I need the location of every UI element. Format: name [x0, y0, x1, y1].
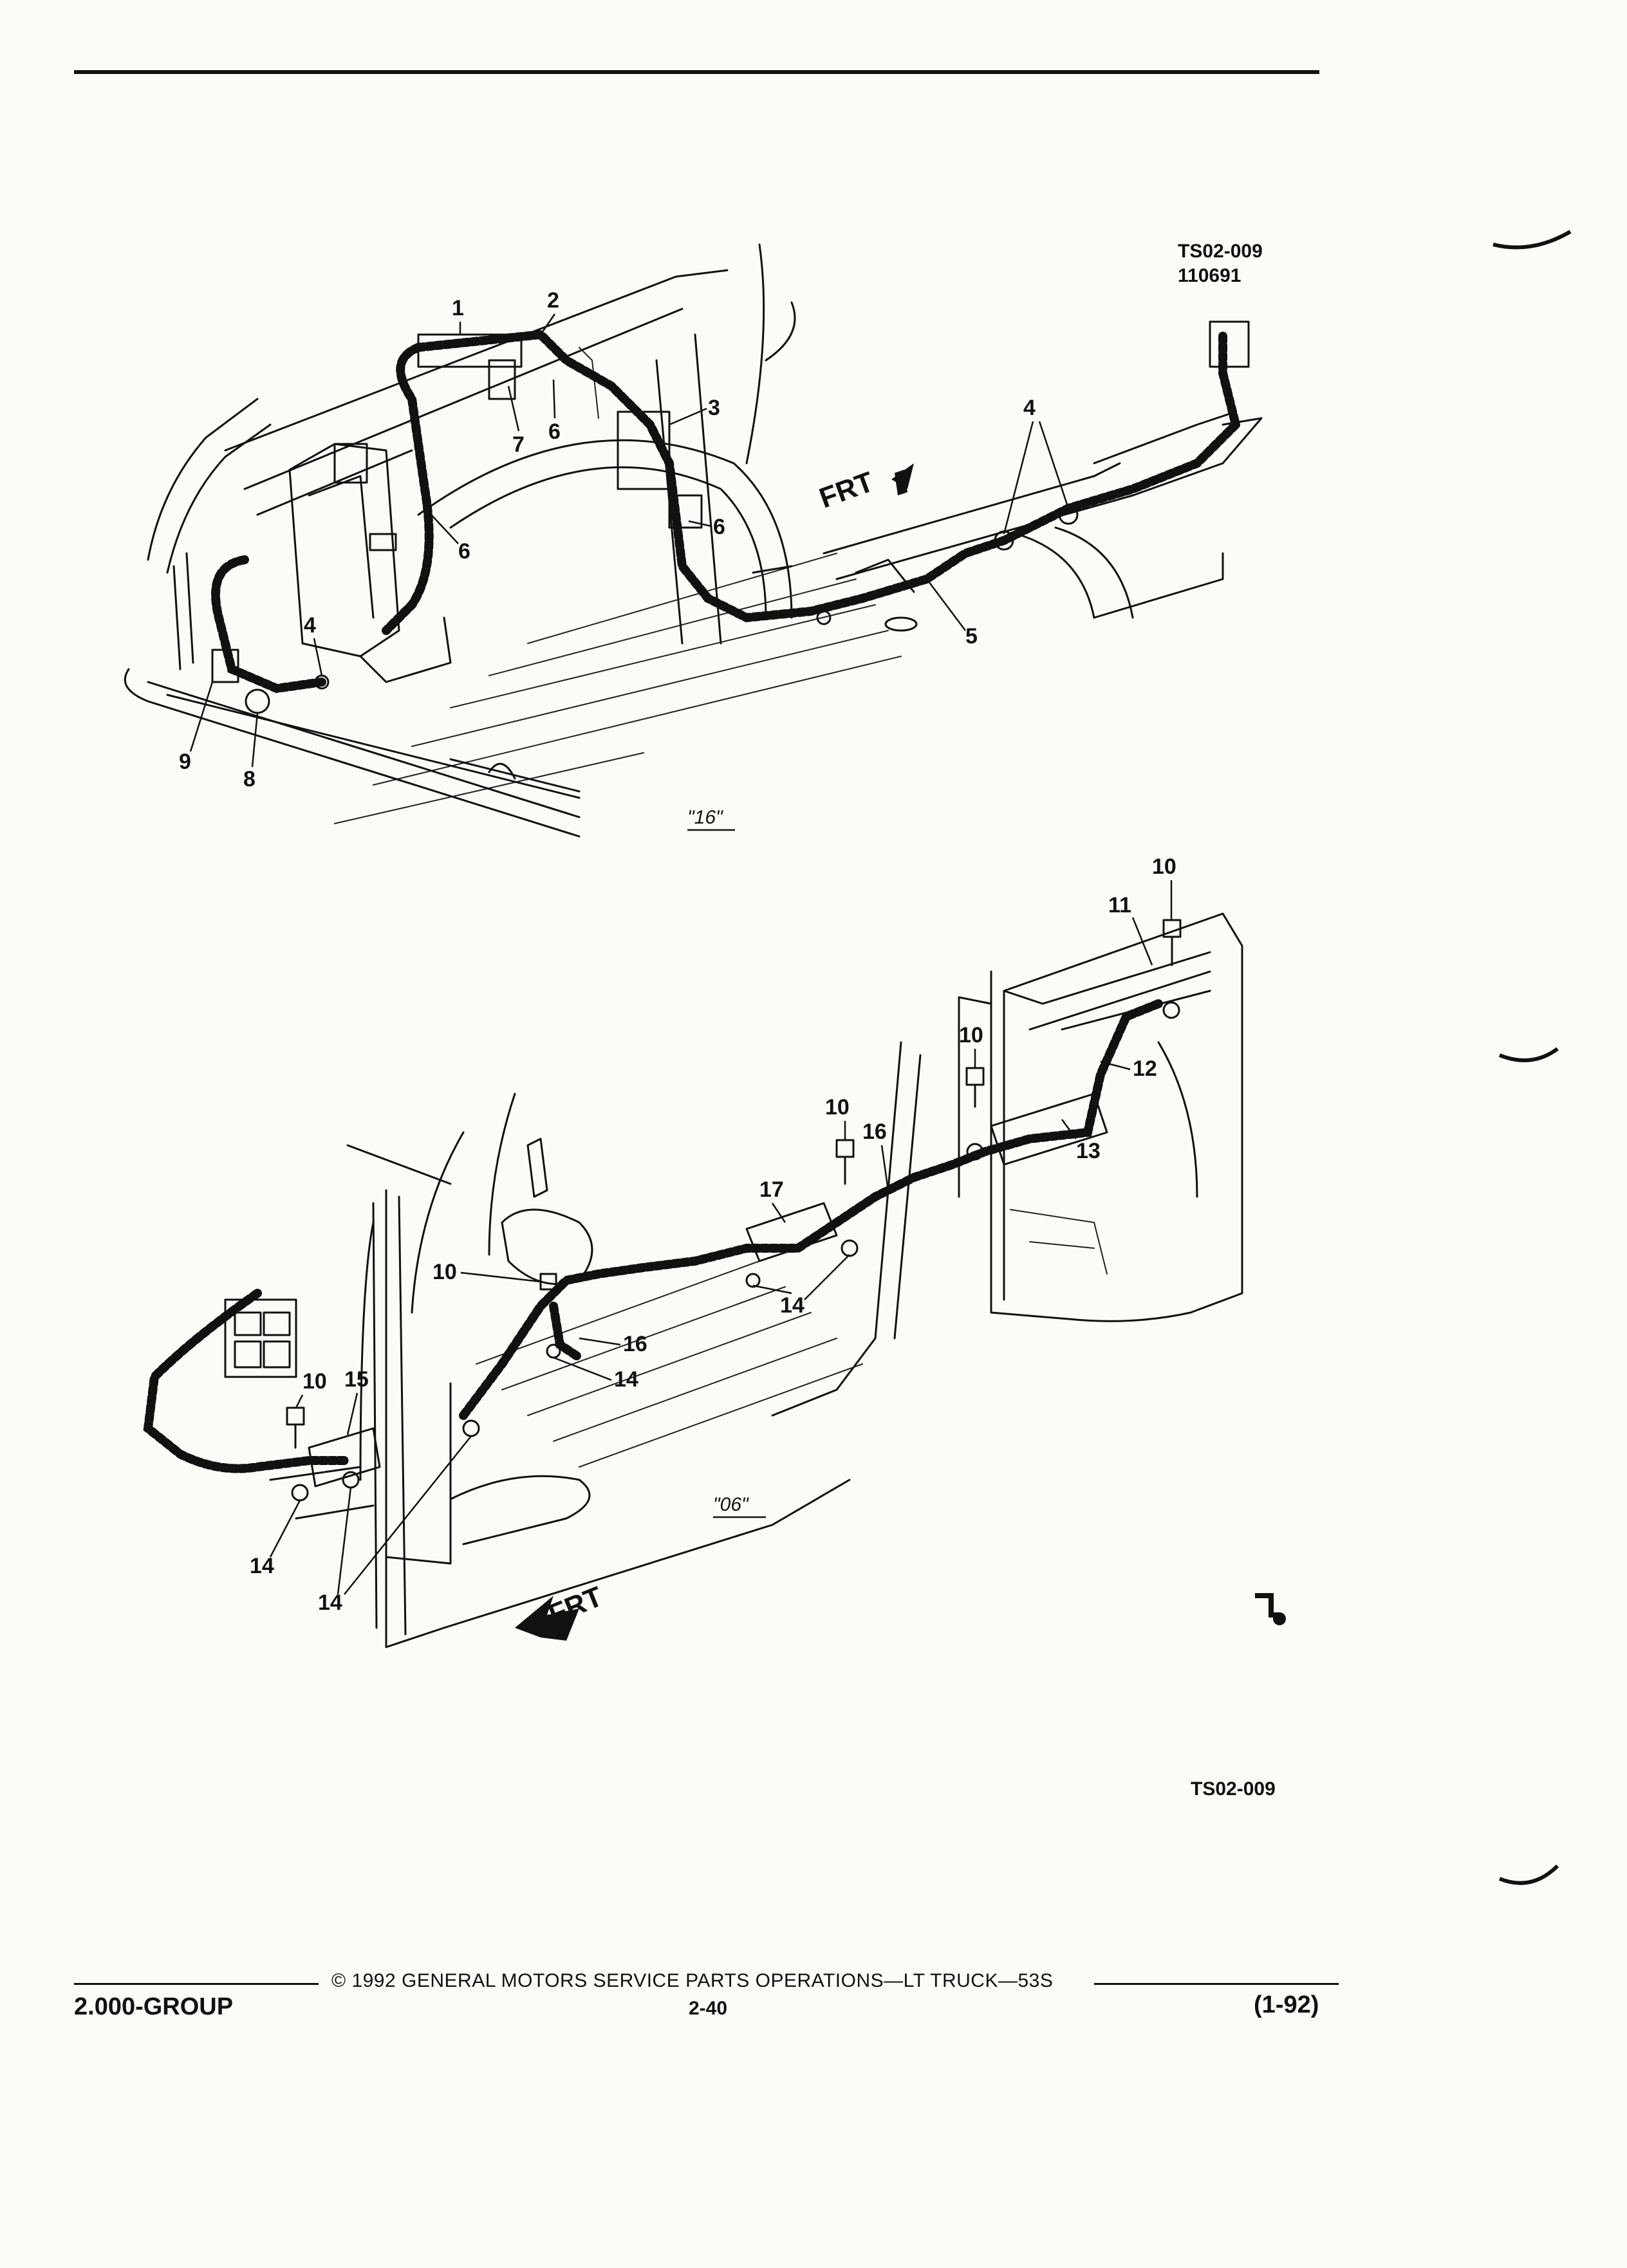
connector-block-left	[224, 1298, 297, 1378]
connector-6b	[668, 494, 703, 529]
callout-10e: 10	[302, 1369, 327, 1394]
callout-17: 17	[759, 1177, 784, 1202]
frt-arrow-top: FRT	[815, 463, 914, 514]
callout-4b: 4	[304, 613, 316, 638]
callout-16a: 16	[862, 1120, 887, 1144]
frt-label-bottom: FRT	[544, 1581, 607, 1631]
footer-rule-left	[74, 1983, 319, 1985]
bracket-15	[308, 1427, 381, 1488]
callout-6b: 6	[713, 515, 725, 539]
callout-15: 15	[344, 1367, 369, 1392]
binder-mark-3	[1498, 1864, 1559, 1885]
bracket-13	[990, 1093, 1108, 1166]
callout-10c: 10	[825, 1095, 850, 1120]
callout-3: 3	[708, 396, 720, 420]
frt-label-top: FRT	[815, 466, 878, 514]
callouts-view-06: 10 11 12 10 13 10 16 17 14 10 16 14 1	[250, 854, 1176, 1615]
frt-arrow-bottom: FRT	[515, 1581, 607, 1641]
page-mark	[1255, 1593, 1286, 1625]
callout-10b: 10	[959, 1023, 983, 1047]
view-06-drawing	[143, 912, 1243, 1648]
callout-5: 5	[965, 624, 978, 649]
callout-12: 12	[1133, 1056, 1157, 1081]
callout-4a: 4	[1023, 396, 1036, 420]
relay-box	[417, 333, 523, 368]
callout-14b: 14	[614, 1367, 638, 1392]
bolt-10e	[286, 1406, 305, 1449]
callout-10a: 10	[1152, 854, 1176, 879]
figure-id-bottom: TS02-009	[1191, 1778, 1276, 1800]
footer-group: 2.000-GROUP	[74, 1993, 234, 2020]
callout-10d: 10	[432, 1260, 457, 1284]
bolt-10b	[965, 1067, 985, 1108]
footer-rule-right	[1094, 1983, 1339, 1985]
figure-date-top: 110691	[1178, 265, 1241, 286]
callout-6a: 6	[548, 419, 561, 444]
callout-9: 9	[179, 750, 191, 774]
callout-6c: 6	[458, 539, 470, 564]
bolt-10a	[1162, 919, 1182, 966]
callout-1: 1	[452, 296, 464, 320]
footer-page-number: 2-40	[689, 1998, 728, 2019]
callouts-view-16: 1 2 3 6 7 6 6 4 5 4 9 8	[179, 288, 1070, 791]
callout-16b: 16	[623, 1332, 647, 1356]
callout-2: 2	[547, 288, 559, 313]
bracket-17	[745, 1202, 838, 1262]
figure-id-top: TS02-009	[1178, 241, 1263, 262]
view-caption-06: "06"	[713, 1494, 749, 1515]
view-caption-16: "16"	[687, 807, 723, 828]
callout-14a: 14	[780, 1293, 804, 1318]
callout-14d: 14	[318, 1590, 342, 1615]
callout-8: 8	[243, 767, 256, 791]
connector-3	[617, 410, 671, 490]
footer-date: (1-92)	[1254, 1991, 1319, 2018]
bolt-10c	[835, 1139, 855, 1185]
grommet-8	[245, 688, 270, 714]
callout-7: 7	[512, 432, 525, 457]
callout-13: 13	[1076, 1139, 1101, 1163]
view-16-drawing	[124, 243, 1263, 838]
callout-11: 11	[1108, 893, 1131, 917]
callout-14c: 14	[250, 1554, 274, 1578]
footer-copyright: © 1992 GENERAL MOTORS SERVICE PARTS OPER…	[331, 1970, 1054, 1991]
binder-mark-2	[1498, 1047, 1559, 1062]
connector-9	[211, 649, 239, 683]
binder-mark-1	[1492, 230, 1572, 250]
connector-top-right	[1209, 320, 1250, 368]
